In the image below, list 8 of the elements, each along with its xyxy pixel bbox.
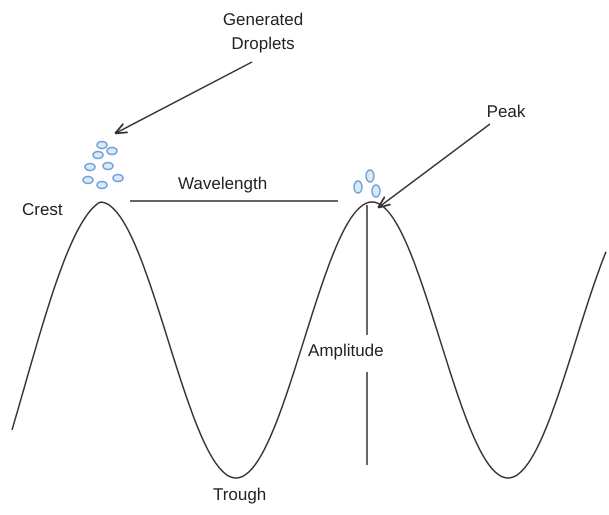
part-label: Crest bbox=[22, 199, 63, 221]
leader-line bbox=[377, 123, 490, 209]
dimension-label: Amplitude bbox=[308, 340, 384, 362]
callout-text: Generated Droplets bbox=[218, 8, 308, 56]
callout-text: Peak bbox=[486, 100, 526, 124]
part-label: Trough bbox=[213, 484, 266, 506]
dimension-label: Wavelength bbox=[178, 173, 268, 195]
leader-line bbox=[114, 61, 252, 134]
